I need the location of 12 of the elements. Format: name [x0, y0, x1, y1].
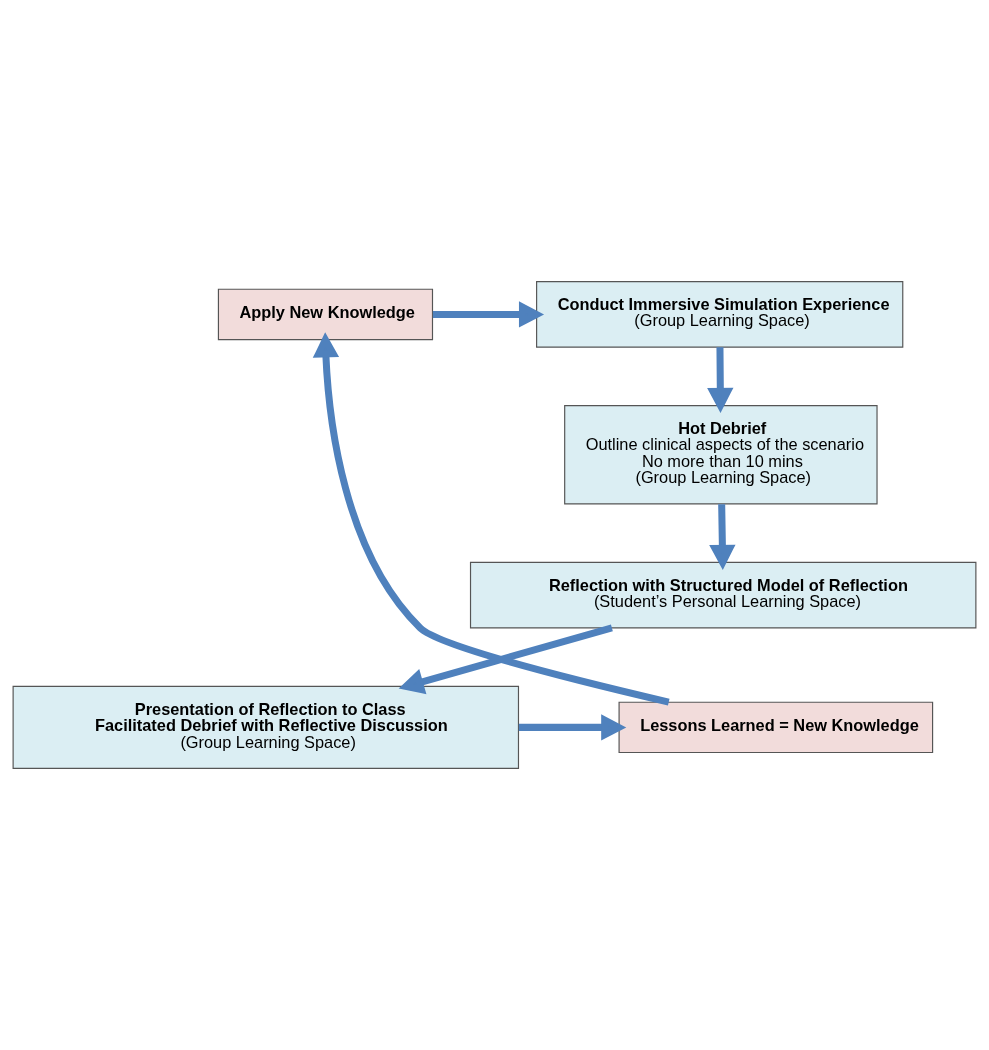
node-box: Conduct Immersive Simulation Experience (Group Learning Space) [536, 281, 904, 348]
arrow [432, 301, 545, 328]
arrow [398, 624, 613, 695]
arrow [312, 332, 670, 706]
arrow [518, 714, 627, 741]
arrow [709, 504, 736, 570]
arrow [707, 347, 734, 413]
node-box: Presentation of Reflection to Class Facilitated Debrief with Reflective Discussion (Group Learning Space) [12, 685, 520, 769]
node-box: Reflection with Structured Model of Reflection (Student’s Personal Learning Space) [469, 561, 977, 629]
node-box: Apply New Knowledge [217, 288, 434, 341]
node-box: Hot Debrief Outline clinical aspects of the scenario No more than 10 mins (Group Learning Space) [564, 405, 878, 505]
node-box: Lessons Learned = New Knowledge [618, 701, 934, 754]
